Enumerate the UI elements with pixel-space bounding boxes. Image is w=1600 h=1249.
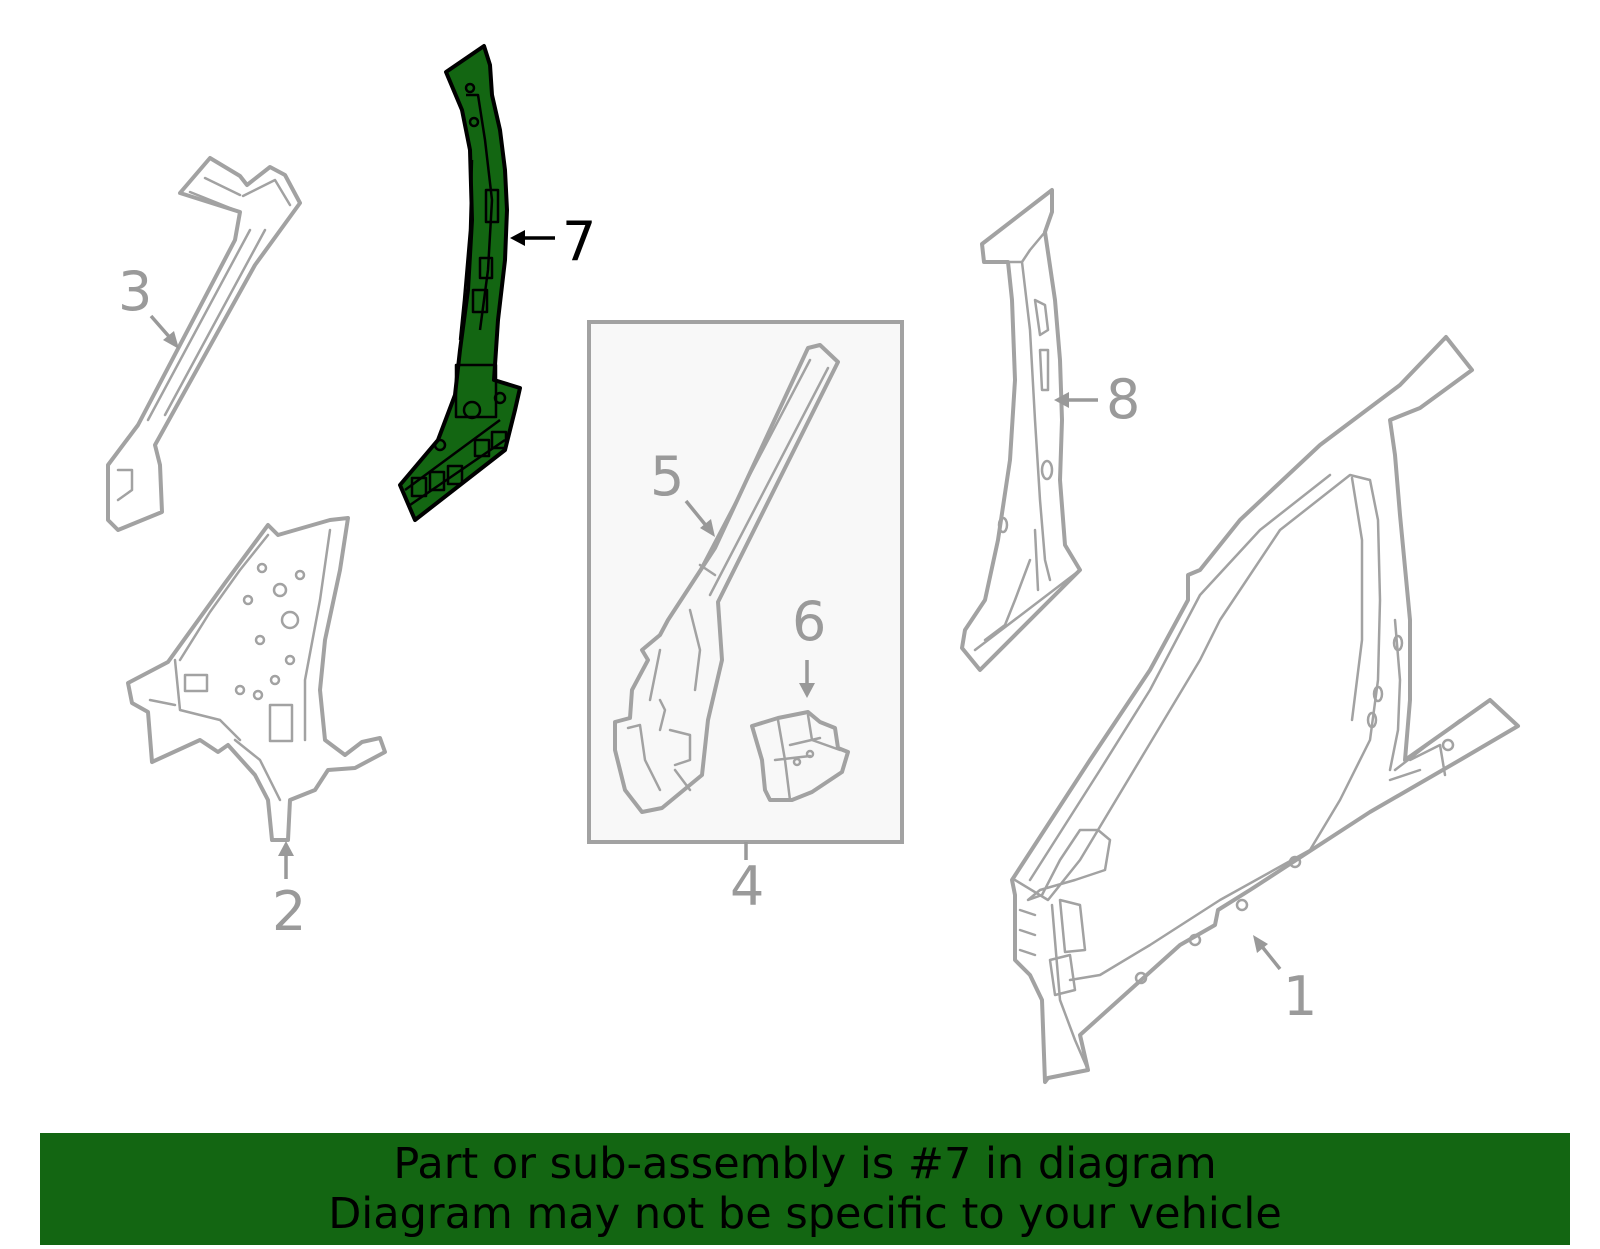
part-8-drawing: [960, 188, 1082, 672]
banner-line-2: Diagram may not be specific to your vehi…: [328, 1189, 1282, 1239]
banner-line-1: Part or sub-assembly is #7 in diagram: [393, 1139, 1217, 1189]
callout-5: 5: [650, 445, 684, 508]
part-7-drawing[interactable]: [398, 44, 522, 522]
part-6-drawing: [750, 710, 850, 802]
callout-arrows: [149, 230, 1282, 971]
callout-3: 3: [118, 260, 152, 323]
part-2-drawing: [126, 516, 387, 842]
part-3-drawing: [106, 156, 302, 532]
callout-1: 1: [1283, 965, 1317, 1028]
callout-6: 6: [792, 590, 826, 653]
callout-2: 2: [272, 880, 306, 943]
callout-4: 4: [730, 855, 764, 918]
part-1-drawing: [1010, 335, 1520, 1084]
callout-8: 8: [1106, 368, 1140, 431]
callout-labels: 3 2 7 5 6 4 8 1: [118, 210, 1317, 1028]
part-4-assembly-box: [587, 320, 904, 844]
part-5-drawing: [613, 343, 840, 814]
callout-7: 7: [562, 210, 596, 273]
info-banner: Part or sub-assembly is #7 in diagram Di…: [40, 1133, 1570, 1245]
